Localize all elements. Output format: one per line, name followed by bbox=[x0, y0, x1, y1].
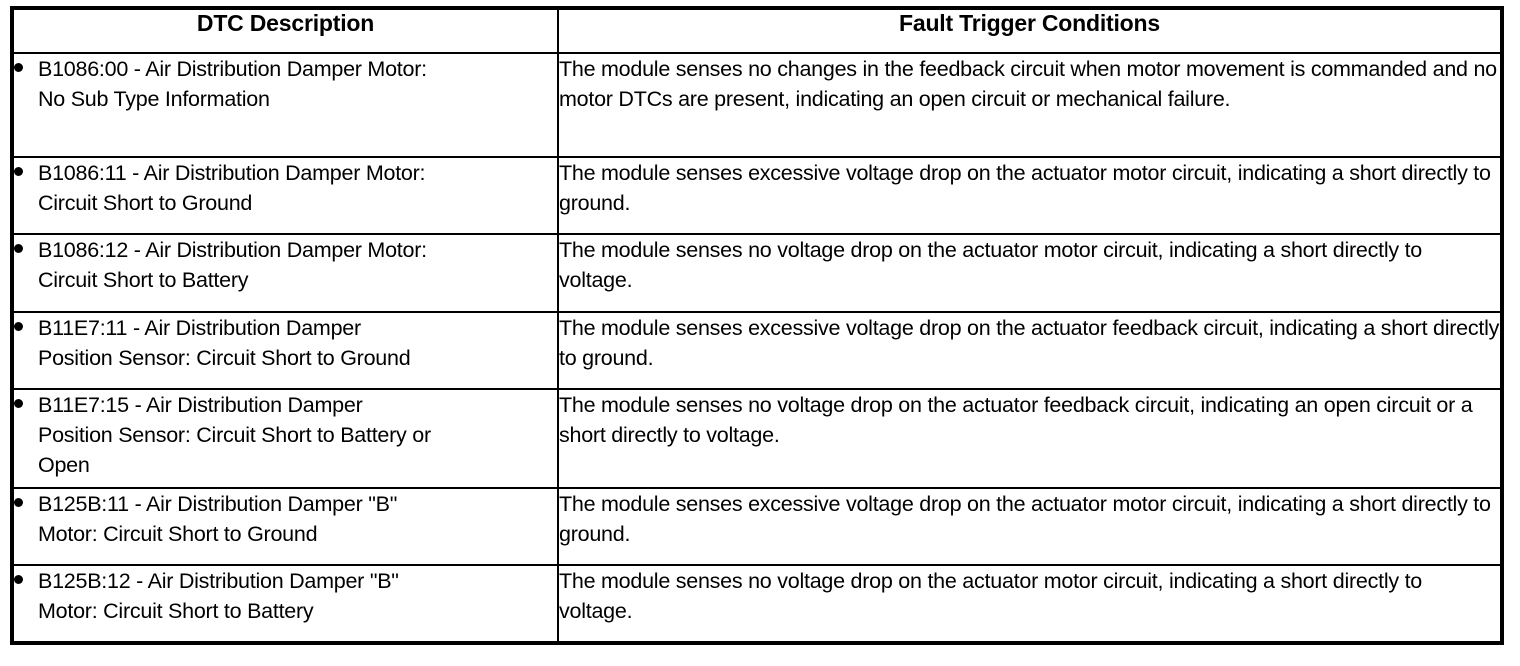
dtc-fault-table: DTC Description Fault Trigger Conditions… bbox=[10, 6, 1504, 645]
column-header-dtc-description: DTC Description bbox=[11, 7, 559, 54]
table-row: B1086:00 - Air Distribution Damper Motor… bbox=[11, 52, 1503, 158]
table-row: B1086:11 - Air Distribution Damper Motor… bbox=[11, 156, 1503, 235]
fault-condition-cell: The module senses no voltage drop on the… bbox=[557, 564, 1503, 644]
dtc-description-cell: B11E7:15 - Air Distribution Damper Posit… bbox=[11, 388, 559, 489]
fault-condition-text: The module senses no voltage drop on the… bbox=[559, 238, 1422, 292]
fault-condition-text: The module senses no changes in the feed… bbox=[559, 57, 1497, 111]
bullet-icon bbox=[14, 498, 23, 507]
dtc-description-text: B125B:11 - Air Distribution Damper "B" M… bbox=[38, 492, 398, 546]
dtc-description-text: B1086:00 - Air Distribution Damper Motor… bbox=[38, 57, 427, 111]
fault-condition-cell: The module senses excessive voltage drop… bbox=[557, 156, 1503, 235]
column-header-fault-trigger-conditions: Fault Trigger Conditions bbox=[557, 7, 1503, 54]
bullet-icon bbox=[14, 322, 23, 331]
dtc-description-cell: B11E7:11 - Air Distribution Damper Posit… bbox=[11, 311, 559, 390]
fault-condition-text: The module senses excessive voltage drop… bbox=[559, 161, 1491, 215]
table-body: B1086:00 - Air Distribution Damper Motor… bbox=[11, 52, 1503, 644]
table-row: B11E7:15 - Air Distribution Damper Posit… bbox=[11, 388, 1503, 489]
table-row: B1086:12 - Air Distribution Damper Motor… bbox=[11, 233, 1503, 313]
fault-condition-text: The module senses no voltage drop on the… bbox=[559, 569, 1422, 623]
fault-condition-text: The module senses excessive voltage drop… bbox=[559, 492, 1491, 546]
dtc-description-cell: B1086:00 - Air Distribution Damper Motor… bbox=[11, 52, 559, 158]
header-row: DTC Description Fault Trigger Conditions bbox=[11, 7, 1503, 54]
dtc-description-text: B1086:11 - Air Distribution Damper Motor… bbox=[38, 161, 426, 215]
dtc-description-text: B11E7:15 - Air Distribution Damper Posit… bbox=[38, 393, 431, 477]
dtc-description-cell: B125B:11 - Air Distribution Damper "B" M… bbox=[11, 487, 559, 566]
dtc-description-cell: B1086:12 - Air Distribution Damper Motor… bbox=[11, 233, 559, 313]
fault-condition-text: The module senses no voltage drop on the… bbox=[559, 393, 1473, 447]
dtc-description-text: B11E7:11 - Air Distribution Damper Posit… bbox=[38, 316, 411, 370]
table-header: DTC Description Fault Trigger Conditions bbox=[11, 7, 1503, 54]
fault-condition-cell: The module senses no changes in the feed… bbox=[557, 52, 1503, 158]
table-row: B125B:11 - Air Distribution Damper "B" M… bbox=[11, 487, 1503, 566]
bullet-icon bbox=[14, 63, 23, 72]
dtc-description-cell: B1086:11 - Air Distribution Damper Motor… bbox=[11, 156, 559, 235]
table-row: B125B:12 - Air Distribution Damper "B" M… bbox=[11, 564, 1503, 644]
fault-condition-cell: The module senses excessive voltage drop… bbox=[557, 311, 1503, 390]
fault-condition-cell: The module senses no voltage drop on the… bbox=[557, 388, 1503, 489]
bullet-icon bbox=[14, 575, 23, 584]
fault-condition-cell: The module senses excessive voltage drop… bbox=[557, 487, 1503, 566]
bullet-icon bbox=[14, 399, 23, 408]
bullet-icon bbox=[14, 167, 23, 176]
dtc-description-cell: B125B:12 - Air Distribution Damper "B" M… bbox=[11, 564, 559, 644]
dtc-description-text: B1086:12 - Air Distribution Damper Motor… bbox=[38, 238, 427, 292]
fault-condition-text: The module senses excessive voltage drop… bbox=[559, 316, 1500, 370]
bullet-icon bbox=[14, 244, 23, 253]
fault-condition-cell: The module senses no voltage drop on the… bbox=[557, 233, 1503, 313]
dtc-description-text: B125B:12 - Air Distribution Damper "B" M… bbox=[38, 569, 399, 623]
table-row: B11E7:11 - Air Distribution Damper Posit… bbox=[11, 311, 1503, 390]
